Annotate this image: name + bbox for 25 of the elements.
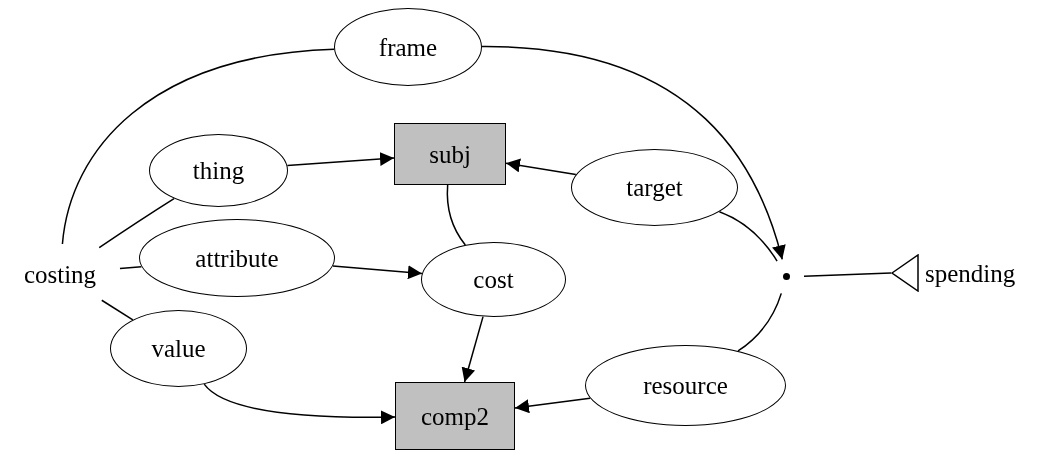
connector (505, 158, 577, 176)
connector (481, 45, 786, 261)
concept-box: comp2 (395, 382, 515, 450)
connector (332, 265, 423, 280)
concept-box: subj (394, 123, 506, 185)
connector (286, 152, 395, 167)
concept-ellipse: cost (421, 242, 566, 317)
node-label: spending (925, 260, 1016, 286)
concept-ellipse: thing (149, 134, 288, 207)
connector (737, 292, 783, 352)
connector (203, 383, 396, 425)
concept-ellipse: value (110, 310, 247, 387)
concept-ellipse: target (571, 149, 738, 226)
connector (803, 272, 892, 277)
connector (718, 210, 778, 262)
concept-ellipse: resource (585, 345, 786, 426)
connector (461, 315, 484, 383)
connector (98, 197, 175, 249)
connector (101, 299, 134, 321)
connector (446, 184, 467, 246)
connector (61, 48, 335, 245)
concept-ellipse: attribute (139, 219, 335, 297)
concept-label: costing (8, 252, 112, 296)
concept-ellipse: frame (334, 8, 482, 86)
connector (514, 397, 591, 414)
